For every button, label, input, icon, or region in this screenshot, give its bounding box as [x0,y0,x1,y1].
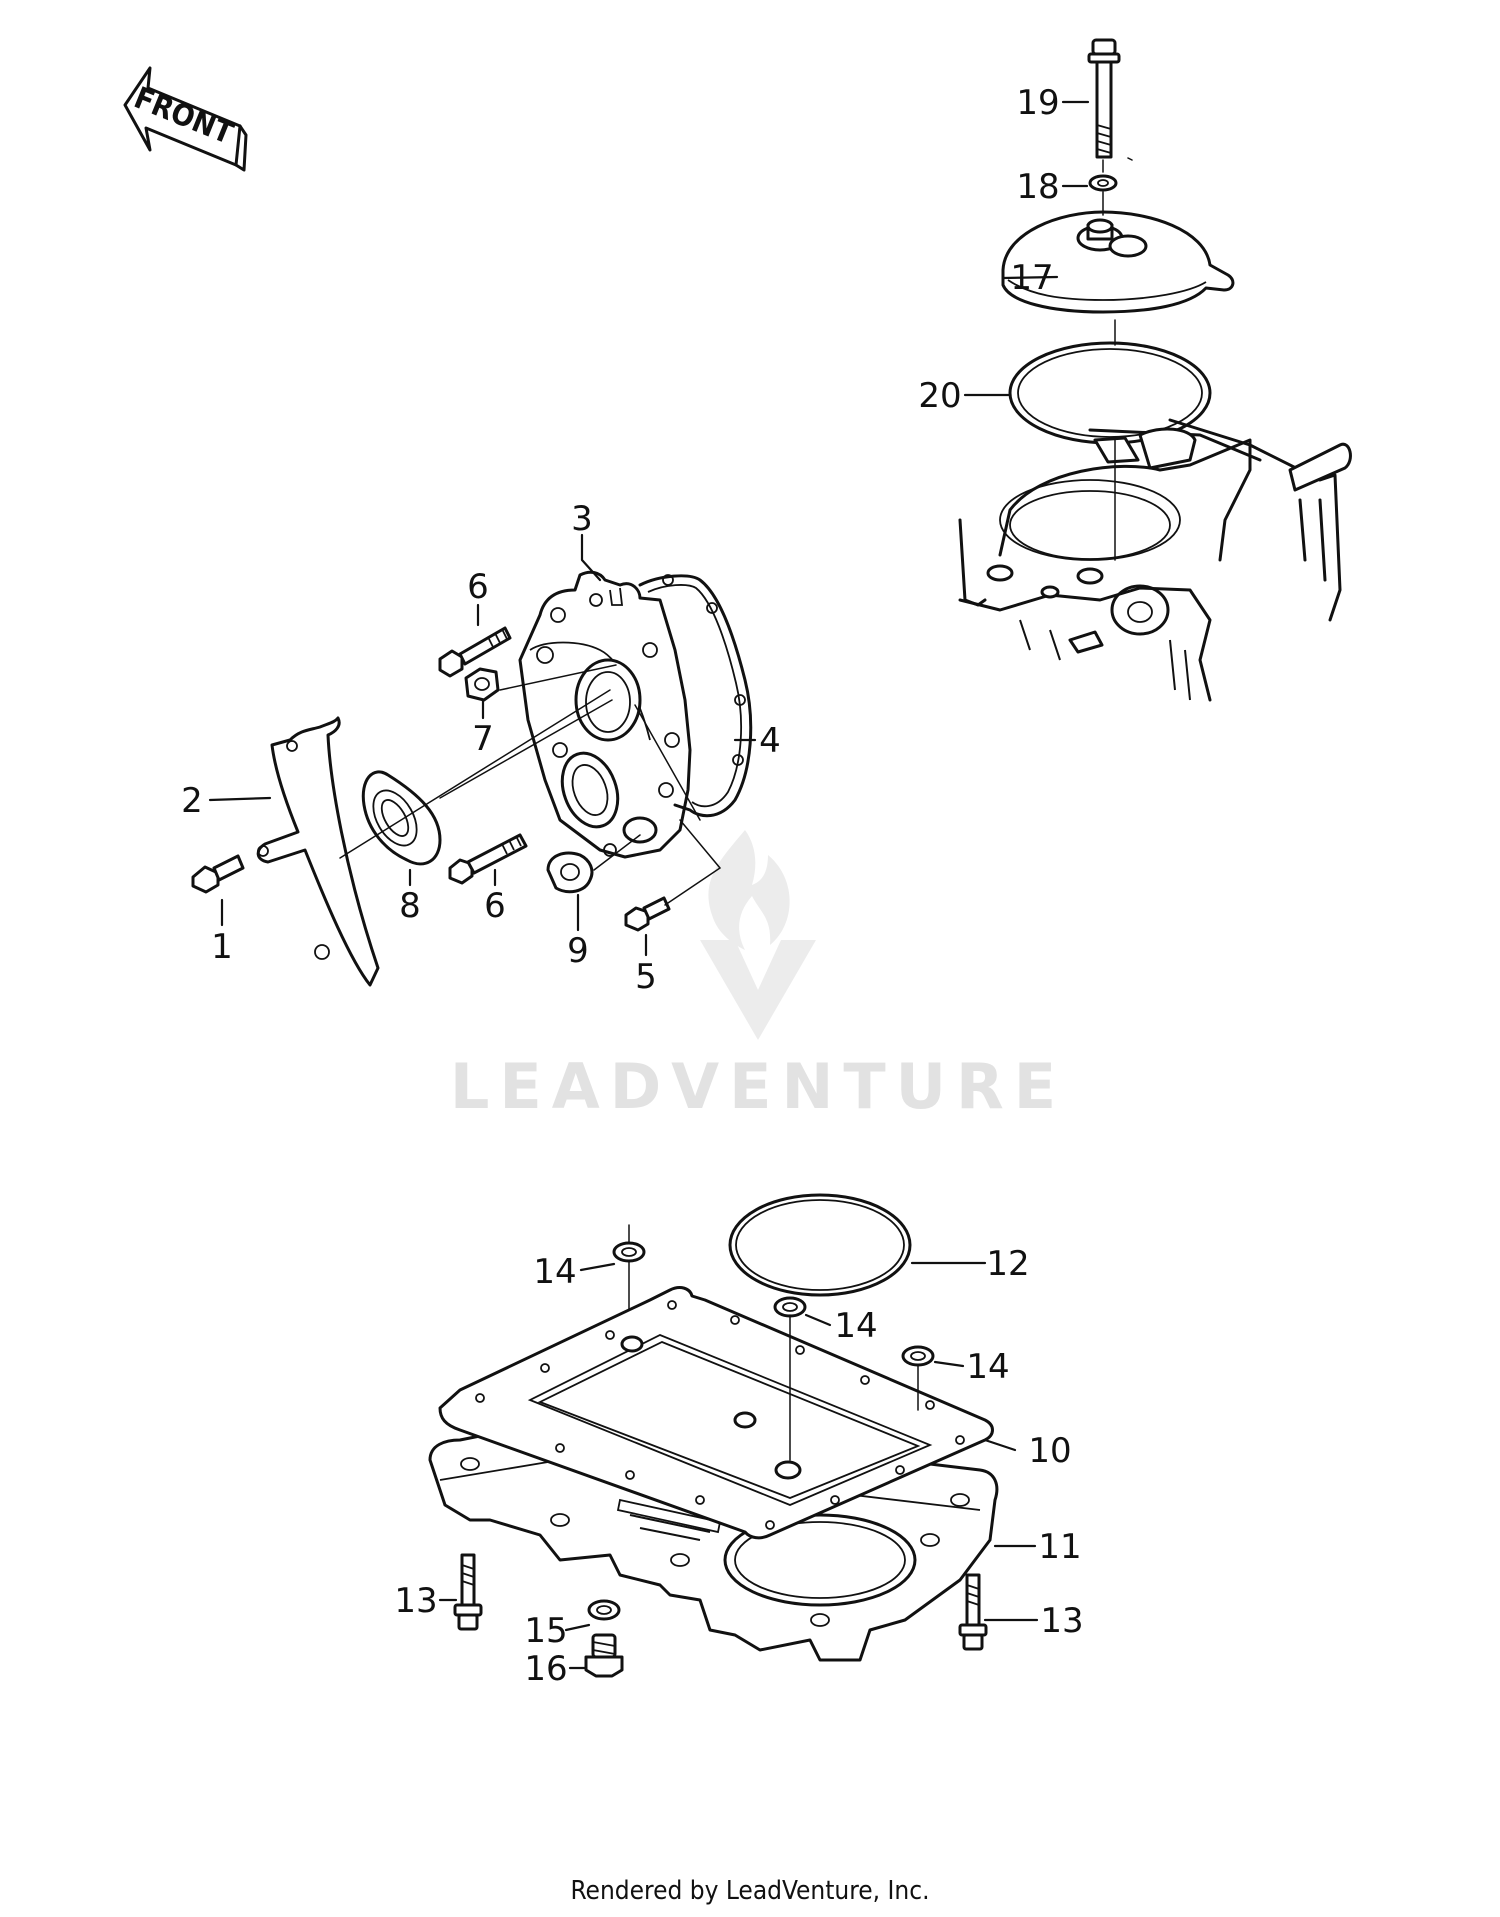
nut-7 [464,667,500,702]
leadventure-watermark: LEADVENTURE [450,830,1066,1123]
callout-18: 18 [1016,167,1059,207]
callout-10: 10 [1028,1431,1071,1471]
callout-14-b: 14 [834,1306,877,1346]
watermark-flame-icon [708,830,790,950]
washer-14-a [612,1241,646,1263]
callout-14-a: 14 [533,1252,576,1292]
crankcase-partial [958,418,1352,702]
callout-leaders [208,100,1090,1670]
callout-19: 19 [1016,83,1059,123]
cover-3 [518,570,692,859]
washer-14-b [773,1296,807,1318]
nut-9 [546,851,594,894]
watermark-v-icon [700,940,816,1040]
front-direction-arrow: FRONT [123,66,248,172]
callout-1: 1 [211,927,233,967]
drain-plug-16 [584,1633,624,1678]
callout-6-upper: 6 [467,567,489,607]
gasket-4 [638,574,753,818]
callout-13-right: 13 [1040,1601,1083,1641]
callout-16: 16 [524,1649,567,1689]
callout-5: 5 [635,957,657,997]
callout-7: 7 [472,719,494,759]
oil-seal-8 [361,770,442,866]
callout-15: 15 [524,1611,567,1651]
callout-8: 8 [399,886,421,926]
callout-12: 12 [986,1244,1029,1284]
cover-17 [1001,210,1235,314]
washer-18 [1088,174,1118,192]
callout-11: 11 [1038,1527,1081,1567]
callout-14-c: 14 [966,1347,1009,1387]
bolt-19 [1087,38,1121,159]
callout-4: 4 [759,721,781,761]
callout-2: 2 [181,781,203,821]
callout-13-left: 13 [394,1581,437,1621]
bolt-13-right [958,1573,988,1651]
callout-9: 9 [567,931,589,971]
gasket-10 [438,1286,994,1540]
washer-14-c [901,1345,935,1367]
callout-3: 3 [571,499,593,539]
watermark-brand: LEADVENTURE [450,1050,1066,1123]
callout-6-lower: 6 [484,886,506,926]
bolt-5 [624,896,671,932]
bolt-1 [191,854,245,894]
bolt-6-lower [448,833,528,885]
callout-20: 20 [918,376,961,416]
guide-2 [256,716,380,987]
bolt-13-left [453,1553,483,1631]
o-ring-12 [728,1193,912,1297]
callout-labels: 1 2 3 4 5 6 6 7 8 9 10 11 12 13 13 14 14… [181,83,1083,1689]
bolt-6-upper [438,626,512,678]
callout-17: 17 [1010,258,1053,298]
o-ring-20 [1008,341,1212,445]
washer-15 [587,1599,621,1621]
render-credit: Rendered by LeadVenture, Inc. [570,1876,930,1906]
